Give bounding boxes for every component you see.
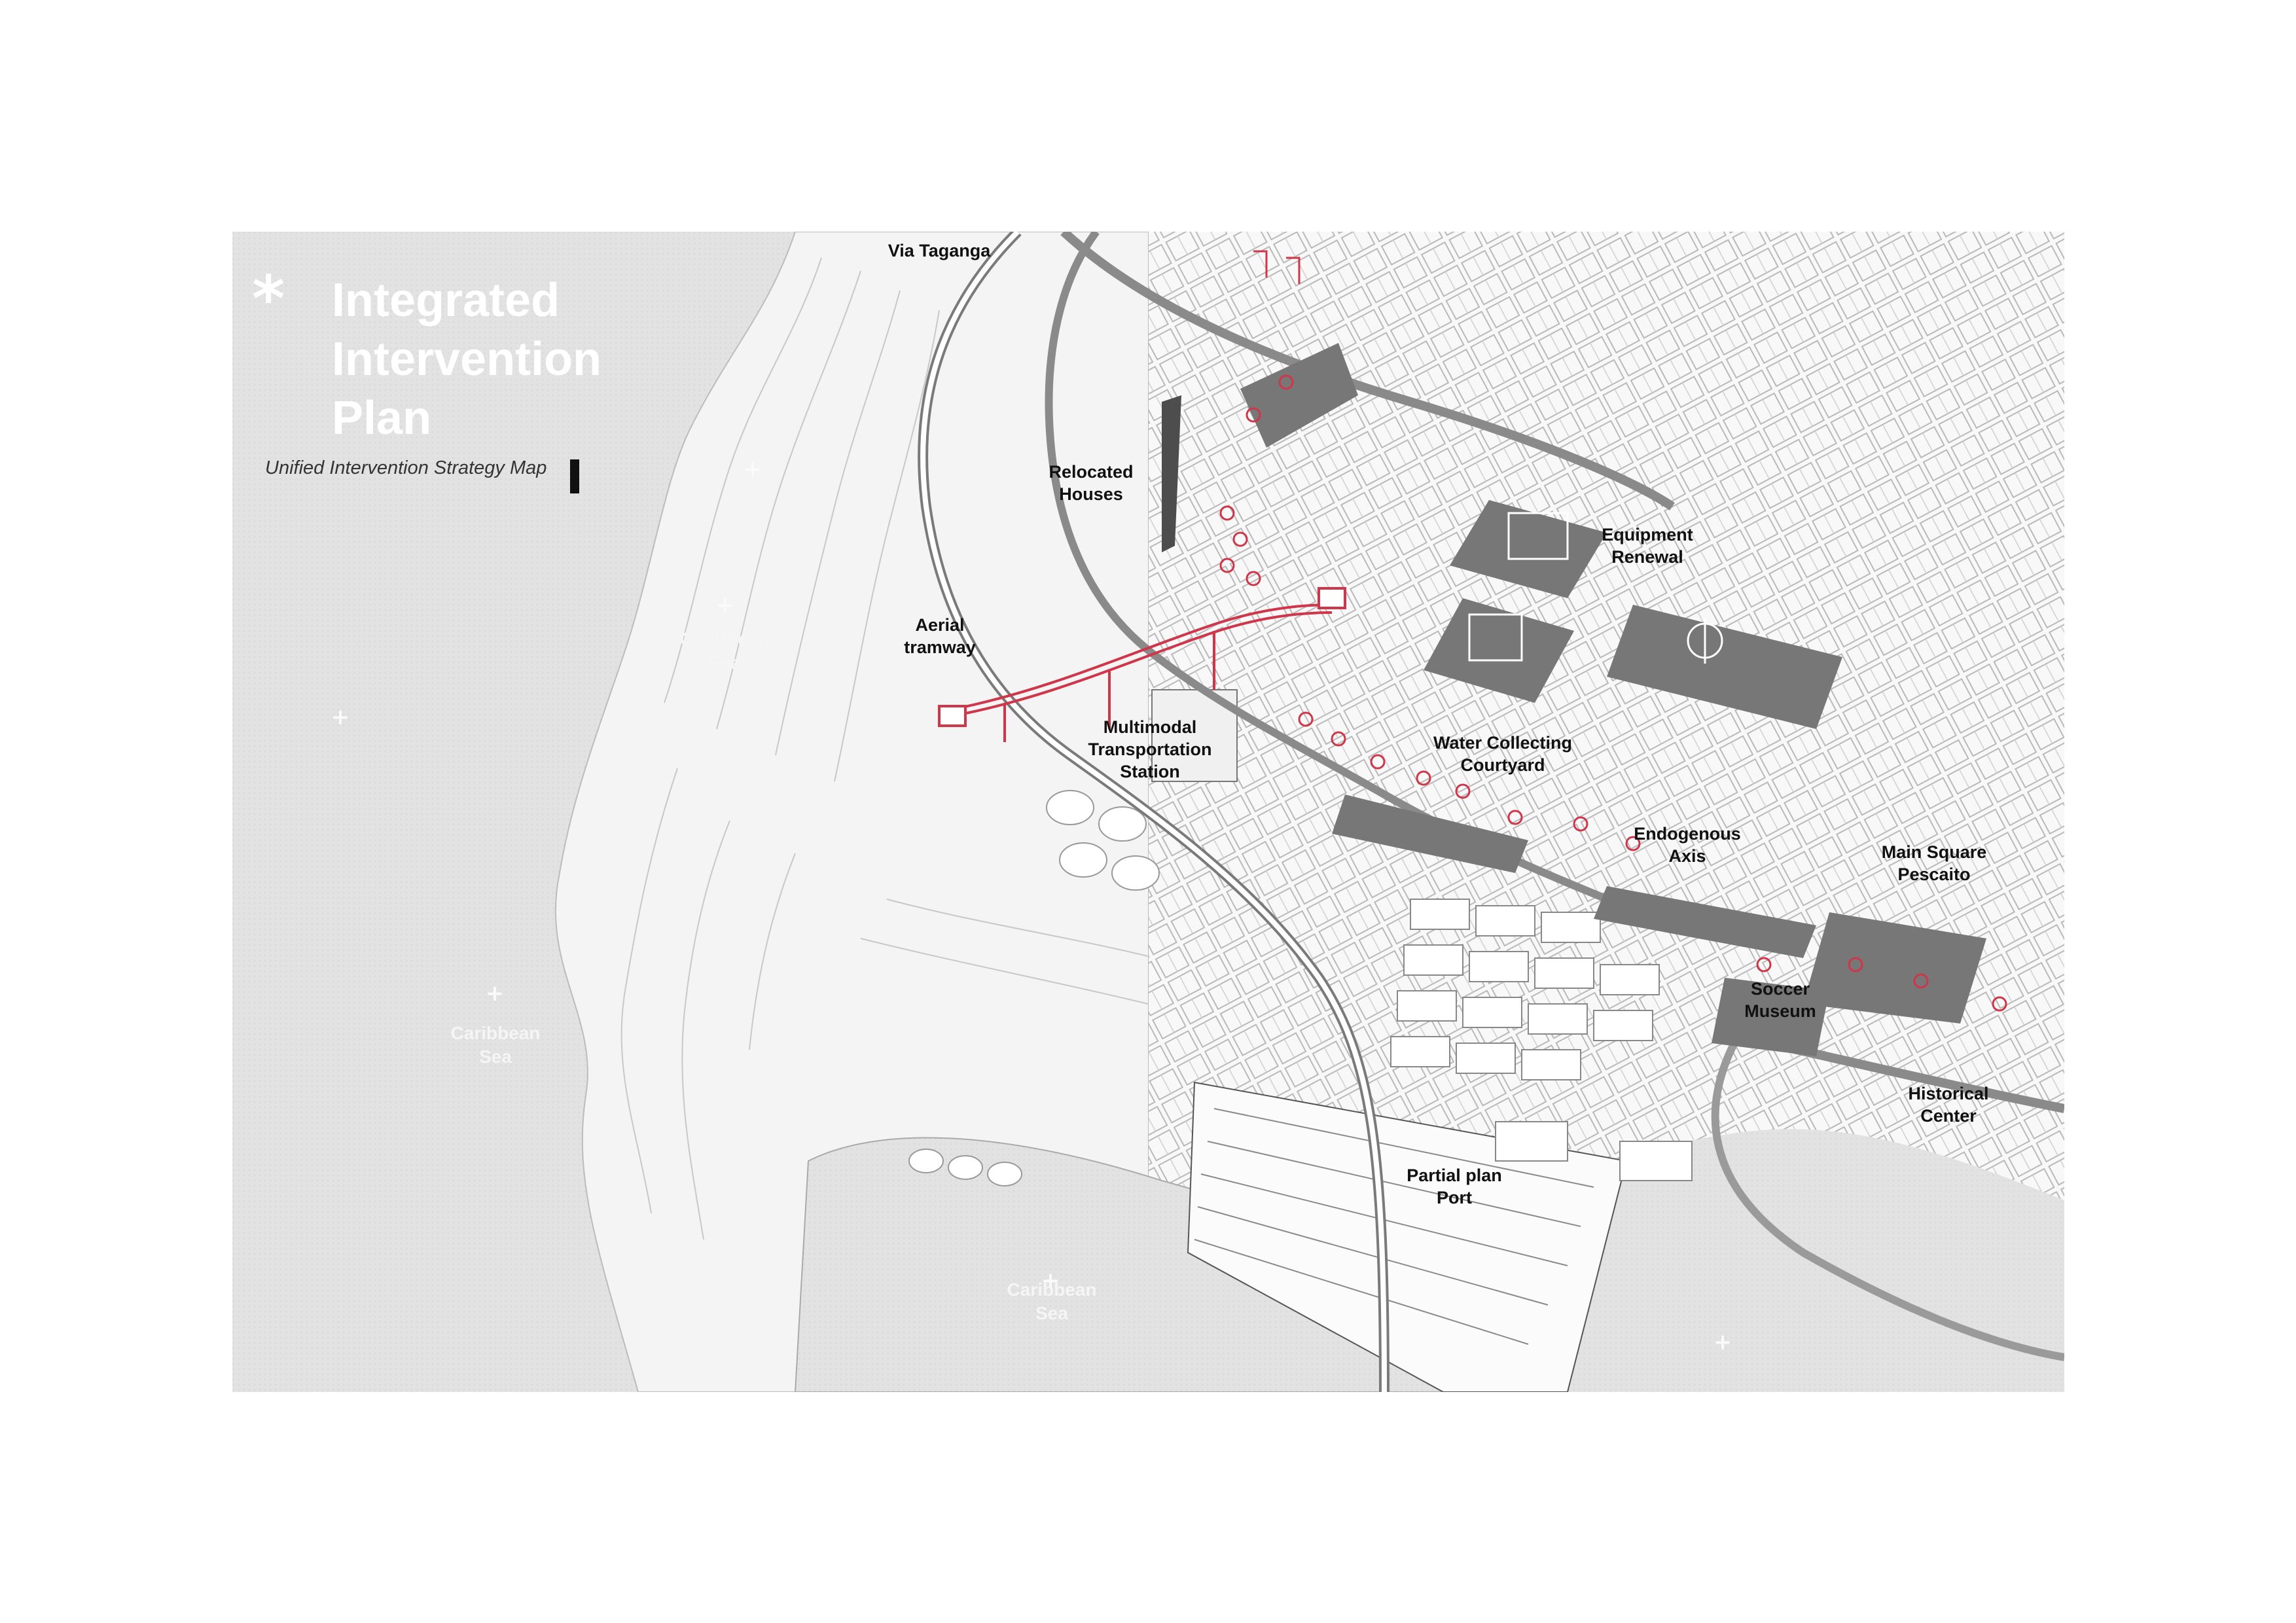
contour-lines: [620, 257, 1182, 1240]
hills-land: [554, 232, 1149, 1392]
label-via-taganga: Via Taganga: [888, 241, 991, 260]
relocated-houses-strip: [1162, 395, 1181, 552]
plus-marker-icon: +: [485, 980, 505, 1007]
storage-tanks: [908, 790, 1160, 1186]
plus-marker-icon: +: [715, 592, 735, 618]
map-drawing: [232, 232, 2064, 1392]
city-land: [1149, 232, 2064, 1392]
subtitle-bar: [570, 459, 579, 493]
plus-marker-icon: +: [1041, 1268, 1060, 1294]
north-road: [1060, 232, 1675, 510]
intervention-zones: [1240, 343, 1986, 1056]
plus-marker-icon: +: [743, 456, 762, 482]
red-tree-markers: [1219, 250, 2007, 1012]
warehouse-blocks: [1390, 899, 1693, 1181]
plus-marker-icon: +: [331, 704, 350, 730]
plus-marker-icon: +: [1713, 1329, 1732, 1355]
aerial-tramway-line: [938, 587, 1346, 742]
asterisk-icon: *: [252, 262, 285, 336]
map-subtitle: Unified Intervention Strategy Map: [265, 457, 547, 478]
equipment-blocks: [1468, 512, 1723, 664]
south-road: [1711, 1035, 2064, 1361]
map-frame: * Integrated Intervention Plan Unified I…: [232, 232, 2064, 1392]
map-title: Integrated Intervention Plan: [332, 274, 602, 444]
